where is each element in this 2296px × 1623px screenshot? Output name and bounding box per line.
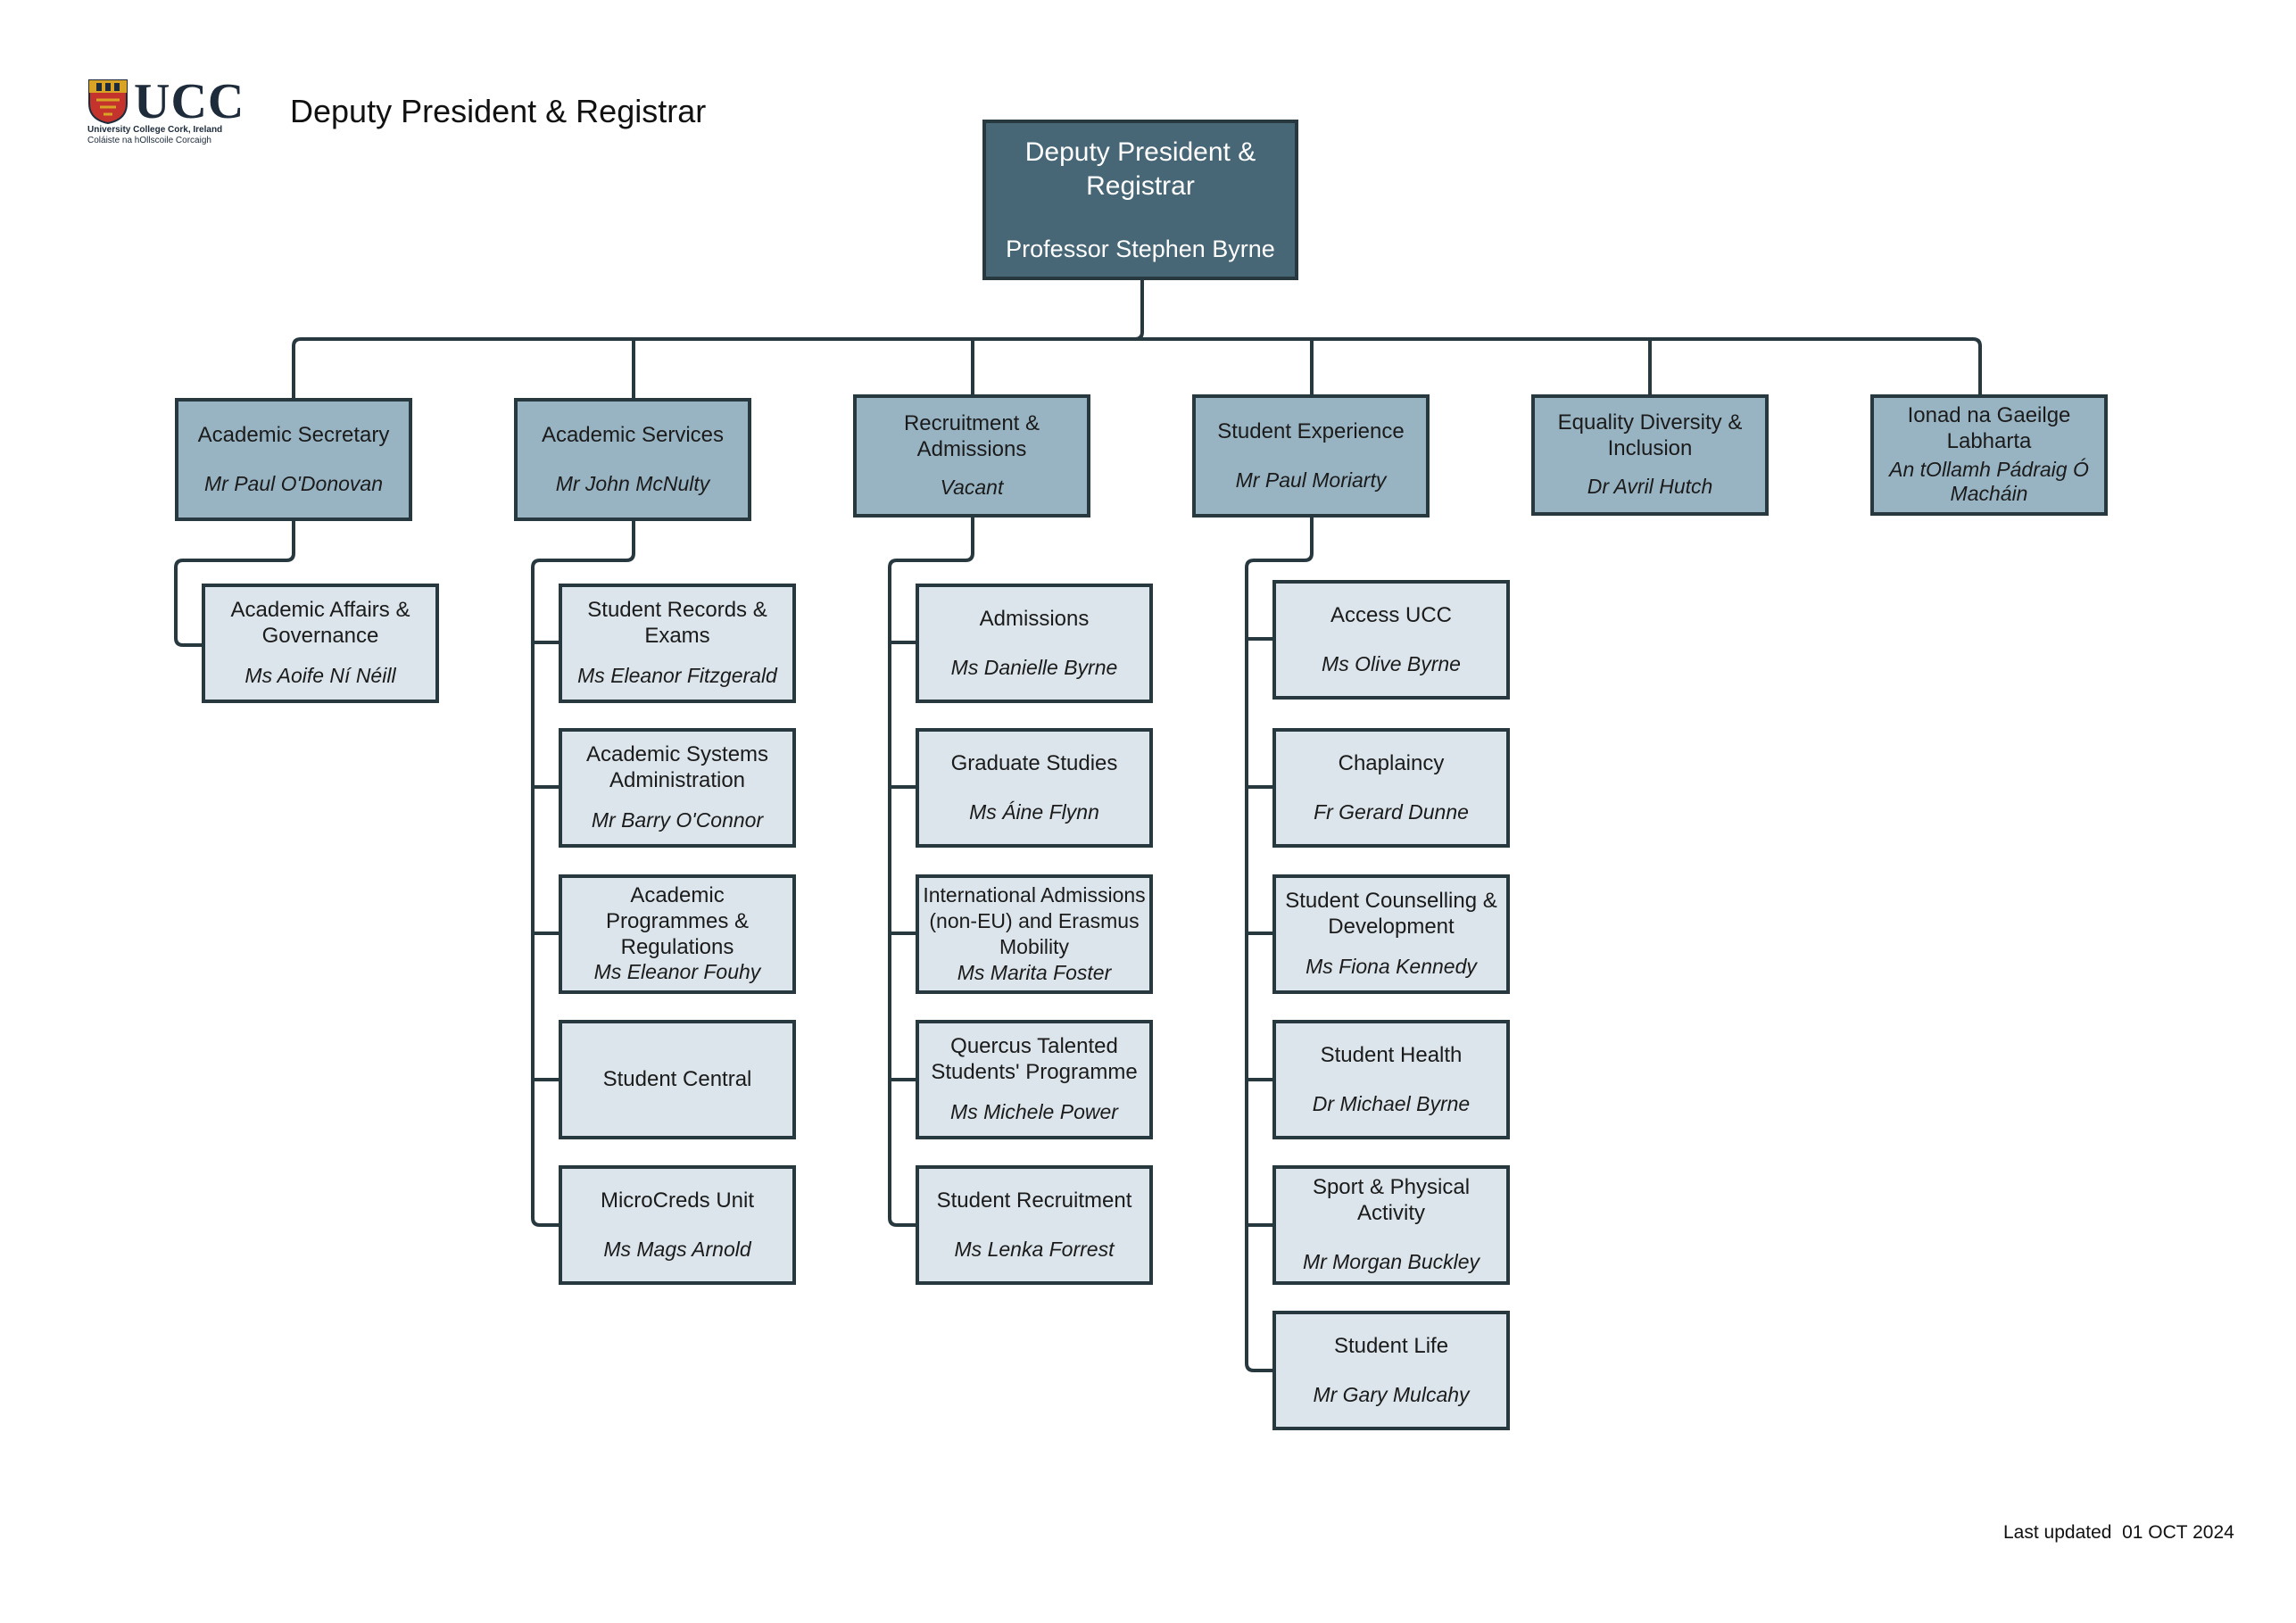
crest-icon <box>88 79 128 125</box>
unit-person: Ms Lenka Forrest <box>954 1237 1115 1261</box>
unit-box-international-admissions: International Admissions (non-EU) and Er… <box>916 874 1153 994</box>
dept-person: Vacant <box>940 476 1004 499</box>
dept-box-student-experience: Student Experience Mr Paul Moriarty <box>1192 394 1430 518</box>
unit-box-student-health: Student Health Dr Michael Byrne <box>1272 1020 1510 1139</box>
unit-person: Ms Eleanor Fitzgerald <box>577 664 777 687</box>
unit-person: Ms Michele Power <box>950 1100 1118 1123</box>
unit-person: Ms Eleanor Fouhy <box>593 960 761 984</box>
dept-title: Ionad na Gaeilge Labharta <box>1907 403 2071 453</box>
unit-title: Student Health <box>1320 1042 1463 1067</box>
unit-title: Student Records & Exams <box>587 598 767 649</box>
unit-person: Ms Mags Arnold <box>603 1237 751 1261</box>
dept-box-academic-services: Academic Services Mr John McNulty <box>514 398 751 521</box>
unit-box-student-records: Student Records & Exams Ms Eleanor Fitzg… <box>559 584 796 703</box>
unit-person: Mr Morgan Buckley <box>1302 1250 1480 1273</box>
dept-title: Equality Diversity & Inclusion <box>1557 410 1743 461</box>
unit-box-sport-physical-activity: Sport & Physical Activity Mr Morgan Buck… <box>1272 1165 1510 1285</box>
unit-person: Ms Olive Byrne <box>1322 651 1461 675</box>
unit-title: Student Recruitment <box>936 1188 1132 1213</box>
unit-box-access-ucc: Access UCC Ms Olive Byrne <box>1272 580 1510 700</box>
unit-box-student-central: Student Central <box>559 1020 796 1139</box>
unit-box-student-counselling: Student Counselling & Development Ms Fio… <box>1272 874 1510 994</box>
unit-title: Academic Affairs & Governance <box>230 598 410 649</box>
dept-person: Dr Avril Hutch <box>1587 475 1713 498</box>
unit-person: Dr Michael Byrne <box>1312 1091 1471 1115</box>
root-title: Deputy President & Registrar <box>1024 137 1256 201</box>
unit-title: Student Counselling & Development <box>1285 889 1497 940</box>
unit-title: Chaplaincy <box>1338 750 1445 775</box>
dept-person: Mr John McNulty <box>555 471 710 495</box>
unit-box-student-life: Student Life Mr Gary Mulcahy <box>1272 1311 1510 1430</box>
unit-title: Academic Systems Administration <box>585 742 769 793</box>
unit-title: Student Life <box>1333 1333 1449 1358</box>
unit-box-microcreds: MicroCreds Unit Ms Mags Arnold <box>559 1165 796 1285</box>
unit-title: Sport & Physical Activity <box>1312 1175 1471 1226</box>
dept-title: Recruitment & Admissions <box>903 411 1040 462</box>
unit-person: Ms Áine Flynn <box>969 799 1099 824</box>
unit-box-academic-programmes: Academic Programmes & Regulations Ms Ele… <box>559 874 796 994</box>
unit-title: Academic Programmes & Regulations <box>605 883 750 959</box>
dept-box-ionad-na-gaeilge: Ionad na Gaeilge Labharta An tOllamh Pád… <box>1870 394 2108 516</box>
unit-box-academic-systems: Academic Systems Administration Mr Barry… <box>559 728 796 848</box>
dept-title: Academic Secretary <box>197 422 390 447</box>
unit-title: Quercus Talented Students' Programme <box>931 1034 1138 1085</box>
unit-box-chaplaincy: Chaplaincy Fr Gerard Dunne <box>1272 728 1510 848</box>
unit-box-academic-affairs: Academic Affairs & Governance Ms Aoife N… <box>202 584 439 703</box>
unit-box-quercus: Quercus Talented Students' Programme Ms … <box>916 1020 1153 1139</box>
dept-person: Mr Paul O'Donovan <box>204 471 383 495</box>
dept-box-recruitment-admissions: Recruitment & Admissions Vacant <box>853 394 1090 518</box>
logo-subtitle-ga: Coláiste na hOllscoile Corcaigh <box>87 136 211 145</box>
ucc-logo: UCC University College Cork, Ireland Col… <box>87 74 244 150</box>
unit-person: Ms Aoife Ní Néill <box>245 664 396 687</box>
unit-title: Access UCC <box>1330 602 1453 627</box>
dept-title: Student Experience <box>1217 418 1405 443</box>
unit-person: Ms Danielle Byrne <box>950 655 1118 679</box>
logo-wordmark: UCC <box>134 74 245 129</box>
logo-subtitle-en: University College Cork, Ireland <box>87 125 223 135</box>
unit-person: Ms Marita Foster <box>957 961 1112 985</box>
unit-person: Fr Gerard Dunne <box>1314 799 1469 824</box>
unit-title: Admissions <box>979 606 1090 631</box>
root-box: Deputy President & Registrar Professor S… <box>982 120 1298 280</box>
unit-person: Mr Gary Mulcahy <box>1313 1382 1470 1406</box>
page-title: Deputy President & Registrar <box>290 93 707 129</box>
unit-title: Graduate Studies <box>950 750 1118 775</box>
unit-box-graduate-studies: Graduate Studies Ms Áine Flynn <box>916 728 1153 848</box>
dept-person: An tOllamh Pádraig Ó Macháin <box>1889 457 2089 506</box>
unit-box-admissions: Admissions Ms Danielle Byrne <box>916 584 1153 703</box>
unit-title: Student Central <box>602 1066 752 1091</box>
root-person: Professor Stephen Byrne <box>1006 236 1275 263</box>
last-updated-text: Last updated 01 OCT 2024 <box>2003 1522 2234 1543</box>
unit-box-student-recruitment: Student Recruitment Ms Lenka Forrest <box>916 1165 1153 1285</box>
dept-box-academic-secretary: Academic Secretary Mr Paul O'Donovan <box>175 398 412 521</box>
dept-title: Academic Services <box>541 422 725 447</box>
dept-person: Mr Paul Moriarty <box>1235 468 1387 492</box>
dept-box-equality-diversity-inclusion: Equality Diversity & Inclusion Dr Avril … <box>1531 394 1769 516</box>
unit-person: Mr Barry O'Connor <box>591 808 764 832</box>
unit-person: Ms Fiona Kennedy <box>1305 955 1477 978</box>
unit-title: MicroCreds Unit <box>600 1188 755 1213</box>
unit-title: International Admissions (non-EU) and Er… <box>923 883 1146 958</box>
